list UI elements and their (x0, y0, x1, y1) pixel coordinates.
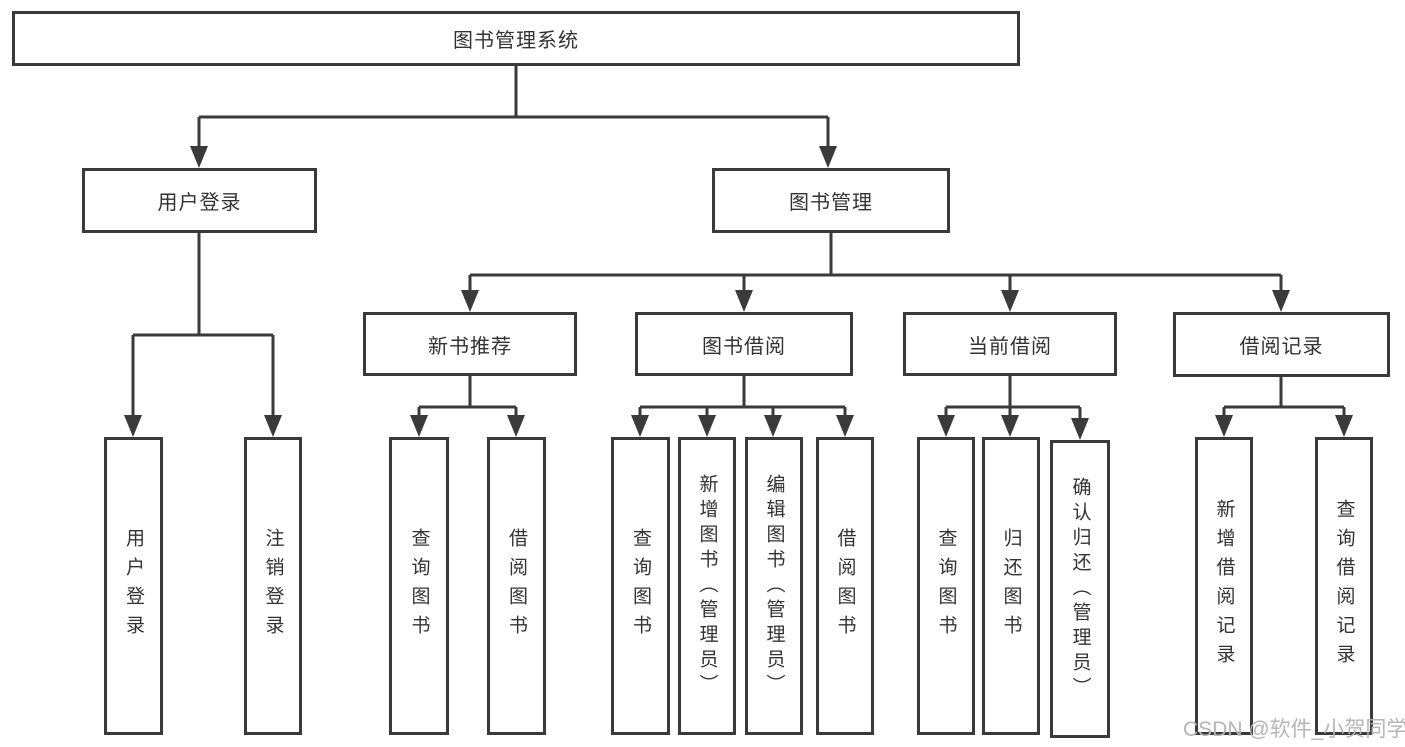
node-book-management-label: 图书管理 (789, 192, 873, 214)
leaf-query-book-2: 查询图书 (611, 437, 670, 735)
arrowhead (461, 290, 479, 312)
leaf-query-book-2-label: 查询图书 (630, 528, 651, 644)
leaf-logout-login: 注销登录 (244, 437, 302, 735)
watermark: CSDN @软件_小贺同学 (1183, 718, 1405, 741)
leaf-add-book-admin-label: 新增图书（管理员） (696, 473, 718, 699)
arrowhead (1001, 415, 1019, 437)
node-book-management: 图书管理 (712, 168, 950, 233)
node-new-book-recommend: 新书推荐 (363, 312, 577, 376)
connector-root-to-level2 (197, 65, 830, 150)
connector-bookmgmt-to-modules (468, 233, 1283, 294)
connector-newbook-to-leaves (417, 376, 518, 421)
leaf-borrow-book-2: 借阅图书 (816, 437, 874, 735)
arrowhead (124, 415, 142, 437)
arrowhead (836, 415, 854, 437)
node-new-book-recommend-label: 新书推荐 (428, 335, 512, 358)
leaf-edit-book-admin: 编辑图书（管理员） (745, 437, 803, 735)
arrowhead (1001, 290, 1019, 312)
leaf-user-login: 用户登录 (104, 437, 163, 735)
node-borrow-record: 借阅记录 (1173, 312, 1390, 377)
leaf-logout-login-label: 注销登录 (262, 528, 284, 644)
connector-borrowrecord-to-leaves (1222, 377, 1346, 421)
leaf-borrow-book-2-label: 借阅图书 (834, 528, 856, 644)
arrowheads (124, 146, 1353, 440)
leaf-confirm-return-admin-label: 确认归还（管理员） (1069, 476, 1091, 702)
arrowhead (190, 146, 208, 168)
arrowhead (1335, 415, 1353, 437)
leaf-user-login-label: 用户登录 (123, 528, 144, 644)
arrowhead (507, 415, 525, 437)
leaf-return-book-label: 归还图书 (1000, 528, 1022, 644)
node-root-label: 图书管理系统 (453, 30, 579, 52)
arrowhead (764, 415, 782, 437)
leaf-borrow-book-1-label: 借阅图书 (506, 528, 527, 644)
node-book-borrow: 图书借阅 (635, 312, 853, 376)
node-current-borrow-label: 当前借阅 (968, 335, 1052, 358)
leaf-return-book: 归还图书 (982, 437, 1040, 735)
leaf-borrow-book-1: 借阅图书 (487, 437, 546, 735)
arrowhead (410, 415, 428, 437)
leaf-query-book-1-label: 查询图书 (408, 528, 430, 644)
arrowhead (735, 290, 753, 312)
arrowhead (819, 146, 837, 168)
node-root: 图书管理系统 (12, 11, 1020, 66)
connector-bookborrow-to-leaves (638, 376, 847, 421)
arrowhead (1272, 290, 1290, 312)
arrowhead (1215, 415, 1233, 437)
arrowhead (631, 415, 649, 437)
leaf-query-borrow-record-label: 查询借阅记录 (1333, 499, 1355, 673)
leaf-query-book-1: 查询图书 (389, 437, 449, 735)
node-user-login-label: 用户登录 (157, 192, 242, 214)
connector-userlogin-to-leaves (131, 233, 275, 421)
connector-currentborrow-to-leaves (944, 376, 1082, 424)
arrowhead (698, 415, 716, 437)
leaf-query-book-3: 查询图书 (917, 437, 975, 735)
leaf-confirm-return-admin: 确认归还（管理员） (1050, 440, 1110, 738)
node-borrow-record-label: 借阅记录 (1239, 336, 1324, 358)
arrowhead (937, 415, 955, 437)
leaf-query-borrow-record: 查询借阅记录 (1315, 437, 1373, 735)
node-user-login: 用户登录 (82, 168, 317, 233)
leaf-add-borrow-record-label: 新增借阅记录 (1213, 499, 1235, 673)
arrowhead (264, 415, 282, 437)
arrowhead (1071, 418, 1089, 440)
node-current-borrow: 当前借阅 (903, 312, 1117, 376)
leaf-query-book-3-label: 查询图书 (935, 528, 957, 644)
node-book-borrow-label: 图书借阅 (702, 335, 786, 358)
leaf-add-book-admin: 新增图书（管理员） (678, 437, 736, 735)
leaf-add-borrow-record: 新增借阅记录 (1195, 437, 1253, 735)
leaf-edit-book-admin-label: 编辑图书（管理员） (763, 473, 785, 699)
